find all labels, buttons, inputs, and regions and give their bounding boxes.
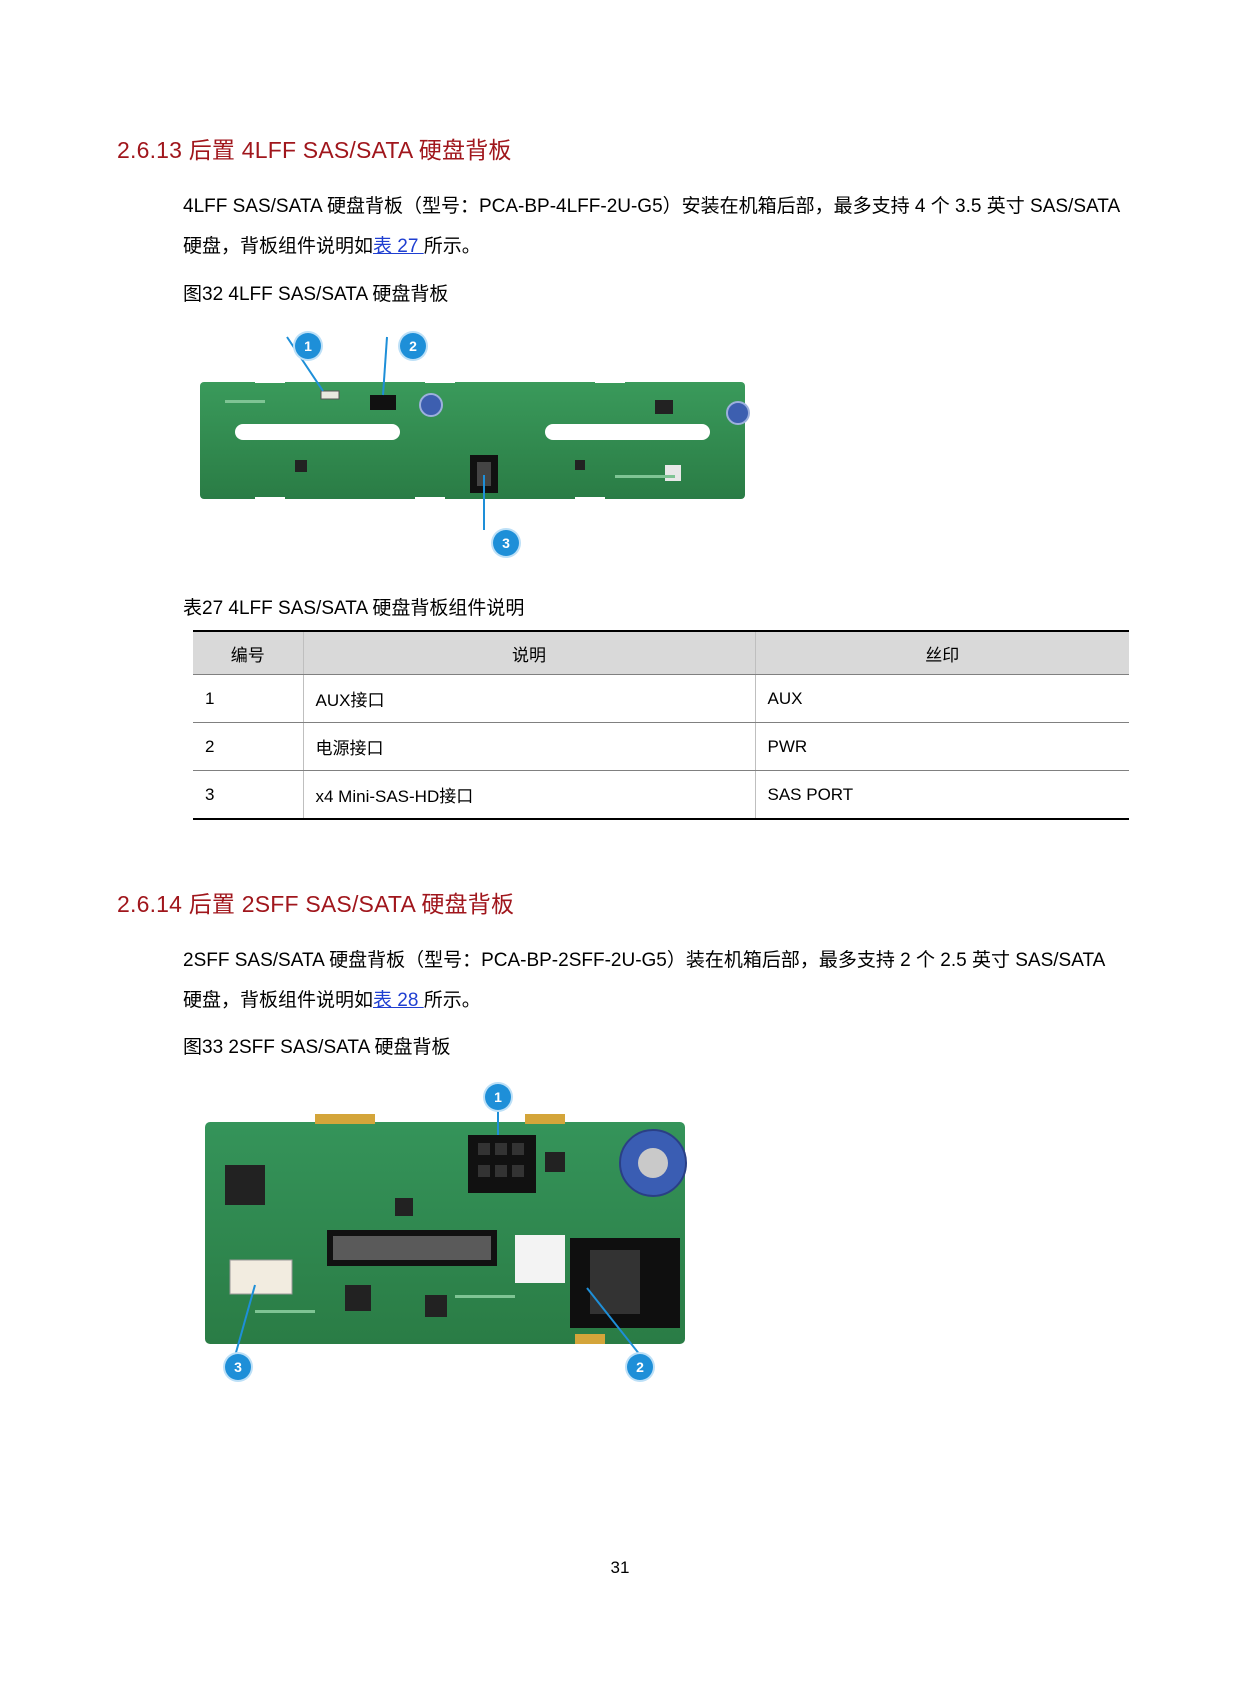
table27-link[interactable]: 表 27 [373,236,424,257]
table-cell: AUX接口 [303,674,756,723]
figure32-callout-1: 1 [295,333,321,359]
section1-paragraph: 4LFF SAS/SATA 硬盘背板（型号：PCA-BP-4LFF-2U-G5）… [183,187,1123,267]
figure33-callout-2: 2 [627,1354,653,1380]
page-number: 31 [610,1558,630,1577]
figure32-caption: 图32 4LFF SAS/SATA 硬盘背板 [183,284,449,305]
section2-paragraph-tail: 所示。 [423,990,481,1011]
section2-paragraph: 2SFF SAS/SATA 硬盘背板（型号：PCA-BP-2SFF-2U-G5）… [183,941,1123,1021]
figure33-callout-3: 3 [225,1354,251,1380]
table-row: 1 AUX接口 AUX [193,674,1129,723]
section-heading-2-6-13: 2.6.13 后置 4LFF SAS/SATA 硬盘背板 [117,137,512,163]
table27: 编号 说明 丝印 1 AUX接口 AUX 2 电源接口 PWR 3 x4 Min… [193,630,1129,820]
section1-paragraph-tail: 所示。 [423,236,481,257]
table-cell: AUX [755,674,1129,723]
table-cell: x4 Mini-SAS-HD接口 [303,770,756,820]
figure33-callout-1: 1 [485,1084,511,1110]
table-header-cell: 丝印 [755,630,1129,675]
table-row: 3 x4 Mini-SAS-HD接口 SAS PORT [193,770,1129,820]
section-heading-2-6-14: 2.6.14 后置 2SFF SAS/SATA 硬盘背板 [117,891,515,917]
section1-paragraph-text: 4LFF SAS/SATA 硬盘背板（型号：PCA-BP-4LFF-2U-G5）… [183,196,1120,257]
figure32-callout-2: 2 [400,333,426,359]
table-cell: 1 [193,674,304,723]
table-cell: 电源接口 [303,722,756,771]
figure33-caption: 图33 2SFF SAS/SATA 硬盘背板 [183,1037,451,1058]
table-cell: 2 [193,722,304,771]
figure33-board-image [205,1099,687,1357]
table-header-cell: 说明 [303,630,756,675]
figure32-callout-3: 3 [493,530,519,556]
table-cell: 3 [193,770,304,820]
table-cell: SAS PORT [755,770,1129,820]
section2-paragraph-text: 2SFF SAS/SATA 硬盘背板（型号：PCA-BP-2SFF-2U-G5）… [183,950,1105,1011]
table-row: 2 电源接口 PWR [193,722,1129,771]
table-header-cell: 编号 [193,630,304,675]
table-cell: PWR [755,722,1129,771]
table-header-row: 编号 说明 丝印 [193,630,1129,675]
figure32-board-image [200,336,750,530]
table27-caption: 表27 4LFF SAS/SATA 硬盘背板组件说明 [183,598,525,619]
table28-link[interactable]: 表 28 [373,990,424,1011]
